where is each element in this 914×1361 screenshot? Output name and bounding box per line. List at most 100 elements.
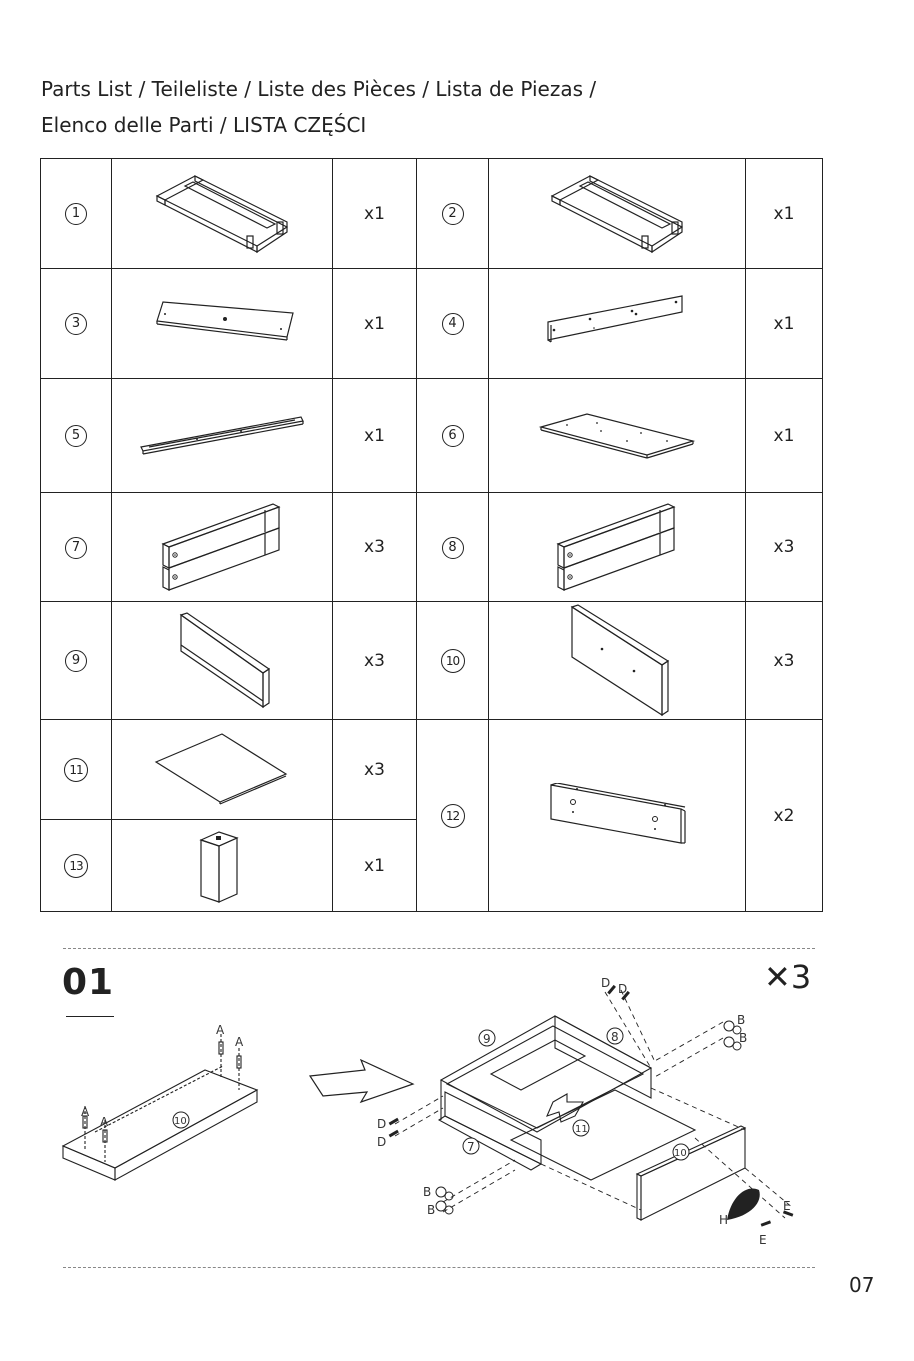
part-number-cell: 6 [417, 379, 489, 493]
table-row: 7 x3 8 [41, 493, 823, 602]
part-image-cell [112, 493, 333, 602]
top-board-part-icon [537, 411, 697, 461]
hardware-label: A [100, 1115, 109, 1129]
hardware-label: B [427, 1203, 435, 1217]
hardware-label: D [601, 976, 610, 990]
part-quantity: x1 [746, 269, 823, 379]
hardware-label: B [737, 1013, 745, 1027]
screw-icons [389, 985, 794, 1227]
part-image-cell [112, 602, 333, 720]
table-row: 11 x3 12 x2 [41, 720, 823, 820]
section-divider [63, 948, 815, 949]
drawer-assembly [439, 1016, 745, 1220]
part-number: 6 [442, 425, 464, 447]
part-number-cell: 5 [41, 379, 112, 493]
hardware-label: E [759, 1233, 767, 1247]
part-callout-label: 11 [575, 1124, 588, 1135]
part-quantity: x2 [746, 720, 823, 912]
table-row: 1 x1 2 [41, 159, 823, 269]
part-quantity: x1 [746, 159, 823, 269]
part-number: 1 [65, 203, 87, 225]
part-number-cell: 11 [41, 720, 112, 820]
side-panel-part-icon [547, 783, 687, 848]
table-row: 9 x3 10 x3 [41, 602, 823, 720]
hardware-label: A [81, 1105, 90, 1119]
part-quantity: x1 [333, 159, 417, 269]
hardware-label: A [235, 1035, 244, 1049]
part-number: 8 [442, 537, 464, 559]
drawer-handle-icon [727, 1188, 760, 1220]
hardware-label: E [783, 1199, 791, 1213]
part-quantity: x3 [746, 493, 823, 602]
arrow-right-icon [310, 1060, 413, 1102]
part-callout-label: 10 [174, 1116, 187, 1127]
part-image-cell [489, 379, 746, 493]
page-number: 07 [849, 1273, 874, 1297]
part-image-cell [112, 720, 333, 820]
part-number: 13 [64, 854, 88, 878]
drawer-back-part-icon [167, 611, 277, 711]
hardware-label: B [739, 1031, 747, 1045]
part-number: 3 [65, 313, 87, 335]
hardware-label: D [377, 1135, 386, 1149]
part-quantity: x3 [746, 602, 823, 720]
part-callout-label: 9 [483, 1032, 491, 1046]
part-quantity: x3 [333, 602, 417, 720]
part-number: 9 [65, 650, 87, 672]
part-callout-label: 10 [674, 1148, 687, 1159]
frame-part-icon [147, 166, 297, 261]
part-image-cell [112, 269, 333, 379]
part-callout-label: 7 [467, 1140, 475, 1154]
part-number: 4 [442, 313, 464, 335]
part-image-cell [112, 159, 333, 269]
hardware-label: H [719, 1213, 728, 1227]
part-number-cell: 10 [417, 602, 489, 720]
part-number-cell: 3 [41, 269, 112, 379]
table-row: 5 x1 6 x1 [41, 379, 823, 493]
part-number-cell: 8 [417, 493, 489, 602]
leg-part-icon [197, 826, 247, 906]
part-number-cell: 12 [417, 720, 489, 912]
part-quantity: x3 [333, 493, 417, 602]
part-callouts [463, 1028, 689, 1160]
hardware-label: D [377, 1117, 386, 1131]
part-number-cell: 2 [417, 159, 489, 269]
part-number-cell: 4 [417, 269, 489, 379]
parts-list-title-line1: Parts List / Teileliste / Liste des Pièc… [41, 76, 596, 102]
drawer-front-part-icon [562, 603, 672, 718]
part-number-cell: 7 [41, 493, 112, 602]
drawer-side-part-icon [552, 500, 682, 595]
part-callout-label: 8 [611, 1030, 619, 1044]
part-number: 11 [64, 758, 88, 782]
section-divider [63, 1267, 815, 1268]
part-quantity: x1 [746, 379, 823, 493]
slat-part-icon [137, 413, 307, 458]
hardware-label: D [618, 982, 627, 996]
part-image-cell [112, 820, 333, 912]
table-row: 3 x1 4 x1 [41, 269, 823, 379]
back-rail-part-icon [542, 294, 692, 354]
part-number-cell: 9 [41, 602, 112, 720]
part-quantity: x1 [333, 820, 417, 912]
part-quantity: x3 [333, 720, 417, 820]
part-number-cell: 1 [41, 159, 112, 269]
drawer-front-with-dowels [63, 1034, 257, 1180]
cam-lock-icons [436, 1021, 741, 1214]
part-number: 2 [442, 203, 464, 225]
part-number: 5 [65, 425, 87, 447]
frame-part-icon [542, 166, 692, 261]
part-image-cell [489, 720, 746, 912]
part-number: 10 [441, 649, 465, 673]
part-image-cell [489, 269, 746, 379]
part-image-cell [112, 379, 333, 493]
part-quantity: x1 [333, 269, 417, 379]
part-image-cell [489, 159, 746, 269]
drawer-side-part-icon [157, 500, 287, 595]
part-number: 7 [65, 537, 87, 559]
panel-part-icon [147, 299, 297, 349]
part-quantity: x1 [333, 379, 417, 493]
drawer-bottom-part-icon [152, 732, 292, 807]
part-image-cell [489, 602, 746, 720]
parts-list-title-line2: Elenco delle Parti / LISTA CZĘŚCI [41, 112, 366, 138]
part-number-cell: 13 [41, 820, 112, 912]
